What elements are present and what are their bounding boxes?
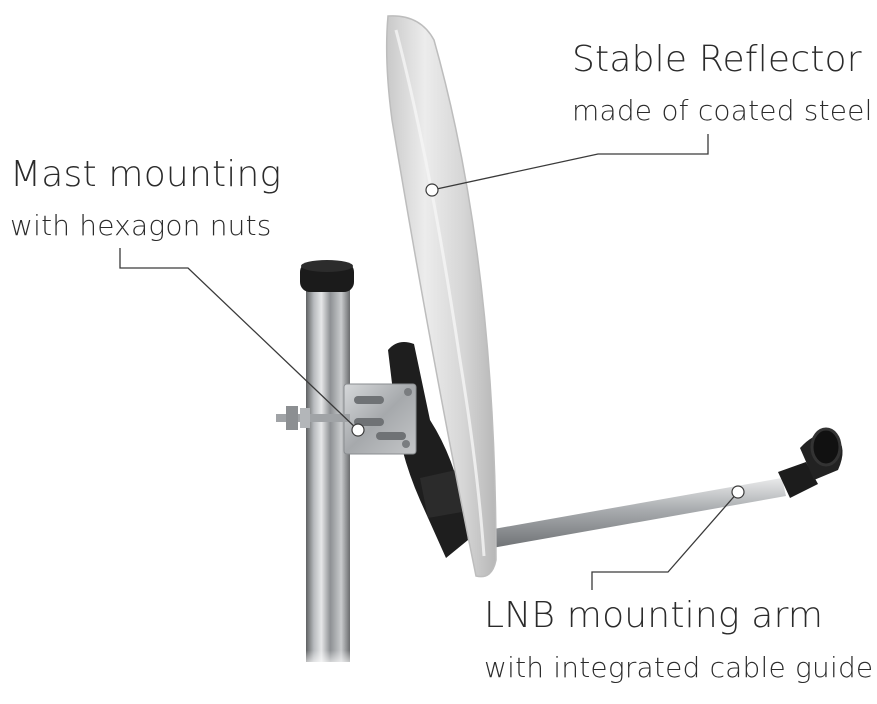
reflector-dish: [385, 15, 497, 578]
leader-lines: [119, 134, 739, 590]
reflector-callout-subtitle: made of coated steel: [572, 94, 873, 127]
reflector-leader-line: [431, 134, 709, 191]
mast-leader-line: [119, 248, 359, 431]
mast-clamp-plate: [276, 383, 417, 455]
mast-callout-title: Mast mounting: [10, 154, 282, 195]
mast-callout-dot: [351, 423, 365, 437]
arm-callout-title: LNB mounting arm: [484, 595, 824, 636]
mast-pole: [296, 260, 362, 670]
reflector-callout-title: Stable Reflector: [572, 39, 862, 80]
mast-callout-subtitle: with hexagon nuts: [10, 209, 272, 242]
lnb-arm: [488, 427, 843, 548]
reflector-callout-dot: [425, 183, 439, 197]
arm-leader-line: [591, 491, 739, 590]
arm-callout-dot: [731, 485, 745, 499]
arm-callout-subtitle: with integrated cable guide: [484, 651, 874, 684]
